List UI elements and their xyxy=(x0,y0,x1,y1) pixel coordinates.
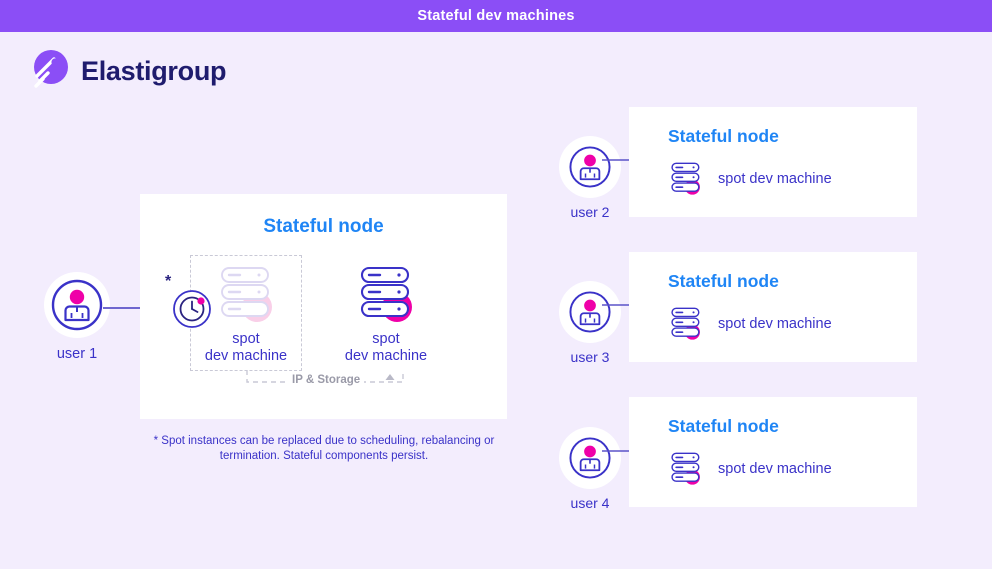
user-avatar-icon xyxy=(51,279,103,331)
user-avatar-icon xyxy=(569,291,611,333)
ghost-machine-line2: dev machine xyxy=(204,348,288,364)
user-4-label: user 4 xyxy=(570,495,610,511)
stateful-node-panel: Stateful node * xyxy=(140,194,507,419)
active-machine-label: spot dev machine xyxy=(326,331,446,365)
server-stack-icon xyxy=(360,266,412,322)
user-1-avatar xyxy=(44,272,110,338)
card-title-user2: Stateful node xyxy=(668,126,779,146)
header-bar: Stateful dev machines xyxy=(0,0,992,32)
active-server-icon-box xyxy=(326,256,446,328)
ghost-machine-line1: spot xyxy=(232,331,260,347)
user-2: user 2 xyxy=(551,136,629,220)
ip-storage-label: IP & Storage xyxy=(288,374,365,386)
user-4: user 4 xyxy=(551,427,629,511)
brand-logo: Elastigroup xyxy=(24,48,227,94)
stateful-node-card-user2: Stateful node spot dev m xyxy=(629,107,917,217)
elastigroup-rocket-icon xyxy=(34,50,68,88)
user-4-avatar xyxy=(559,427,621,489)
server-stack-icon xyxy=(671,452,700,485)
user-2-avatar xyxy=(559,136,621,198)
active-machine-line2: dev machine xyxy=(344,348,428,364)
spot-dev-machine-ghost: spot dev machine xyxy=(186,256,306,365)
card-machine-row-user4: spot dev machine xyxy=(668,449,832,489)
stateful-node-card-user4: Stateful node spot dev m xyxy=(629,397,917,507)
stateful-node-card-user3: Stateful node spot dev m xyxy=(629,252,917,362)
user-avatar-icon xyxy=(569,146,611,188)
card-machine-label-user2: spot dev machine xyxy=(718,171,832,187)
panel-title: Stateful node xyxy=(263,216,384,237)
ghost-machine-label: spot dev machine xyxy=(186,331,306,365)
clock-icon xyxy=(173,290,211,328)
footnote-text: * Spot instances can be replaced due to … xyxy=(153,435,495,462)
spot-dev-machine-active: spot dev machine xyxy=(326,256,446,365)
asterisk-marker: * xyxy=(165,273,172,290)
card-machine-label-user3: spot dev machine xyxy=(718,316,832,332)
active-machine-line1: spot xyxy=(372,331,400,347)
user-2-label: user 2 xyxy=(570,204,610,220)
user-1: user 1 xyxy=(38,272,116,362)
ghost-server-icon-box xyxy=(186,256,306,328)
user-3-avatar xyxy=(559,281,621,343)
user-avatar-icon xyxy=(569,437,611,479)
user-1-label: user 1 xyxy=(56,346,98,362)
page-title: Stateful dev machines xyxy=(417,8,575,24)
ip-storage-connector: IP & Storage xyxy=(245,370,405,394)
card-machine-row-user2: spot dev machine xyxy=(668,159,832,199)
server-stack-icon xyxy=(671,162,700,195)
server-stack-icon xyxy=(221,267,272,322)
card-title-user4: Stateful node xyxy=(668,416,779,436)
clock-marker: * xyxy=(165,274,212,329)
user-3: user 3 xyxy=(551,281,629,365)
user-3-label: user 3 xyxy=(570,349,610,365)
card-title-user3: Stateful node xyxy=(668,271,779,291)
server-stack-icon xyxy=(671,307,700,340)
card-machine-row-user3: spot dev machine xyxy=(668,304,832,344)
brand-name: Elastigroup xyxy=(81,55,227,86)
card-machine-label-user4: spot dev machine xyxy=(718,461,832,477)
